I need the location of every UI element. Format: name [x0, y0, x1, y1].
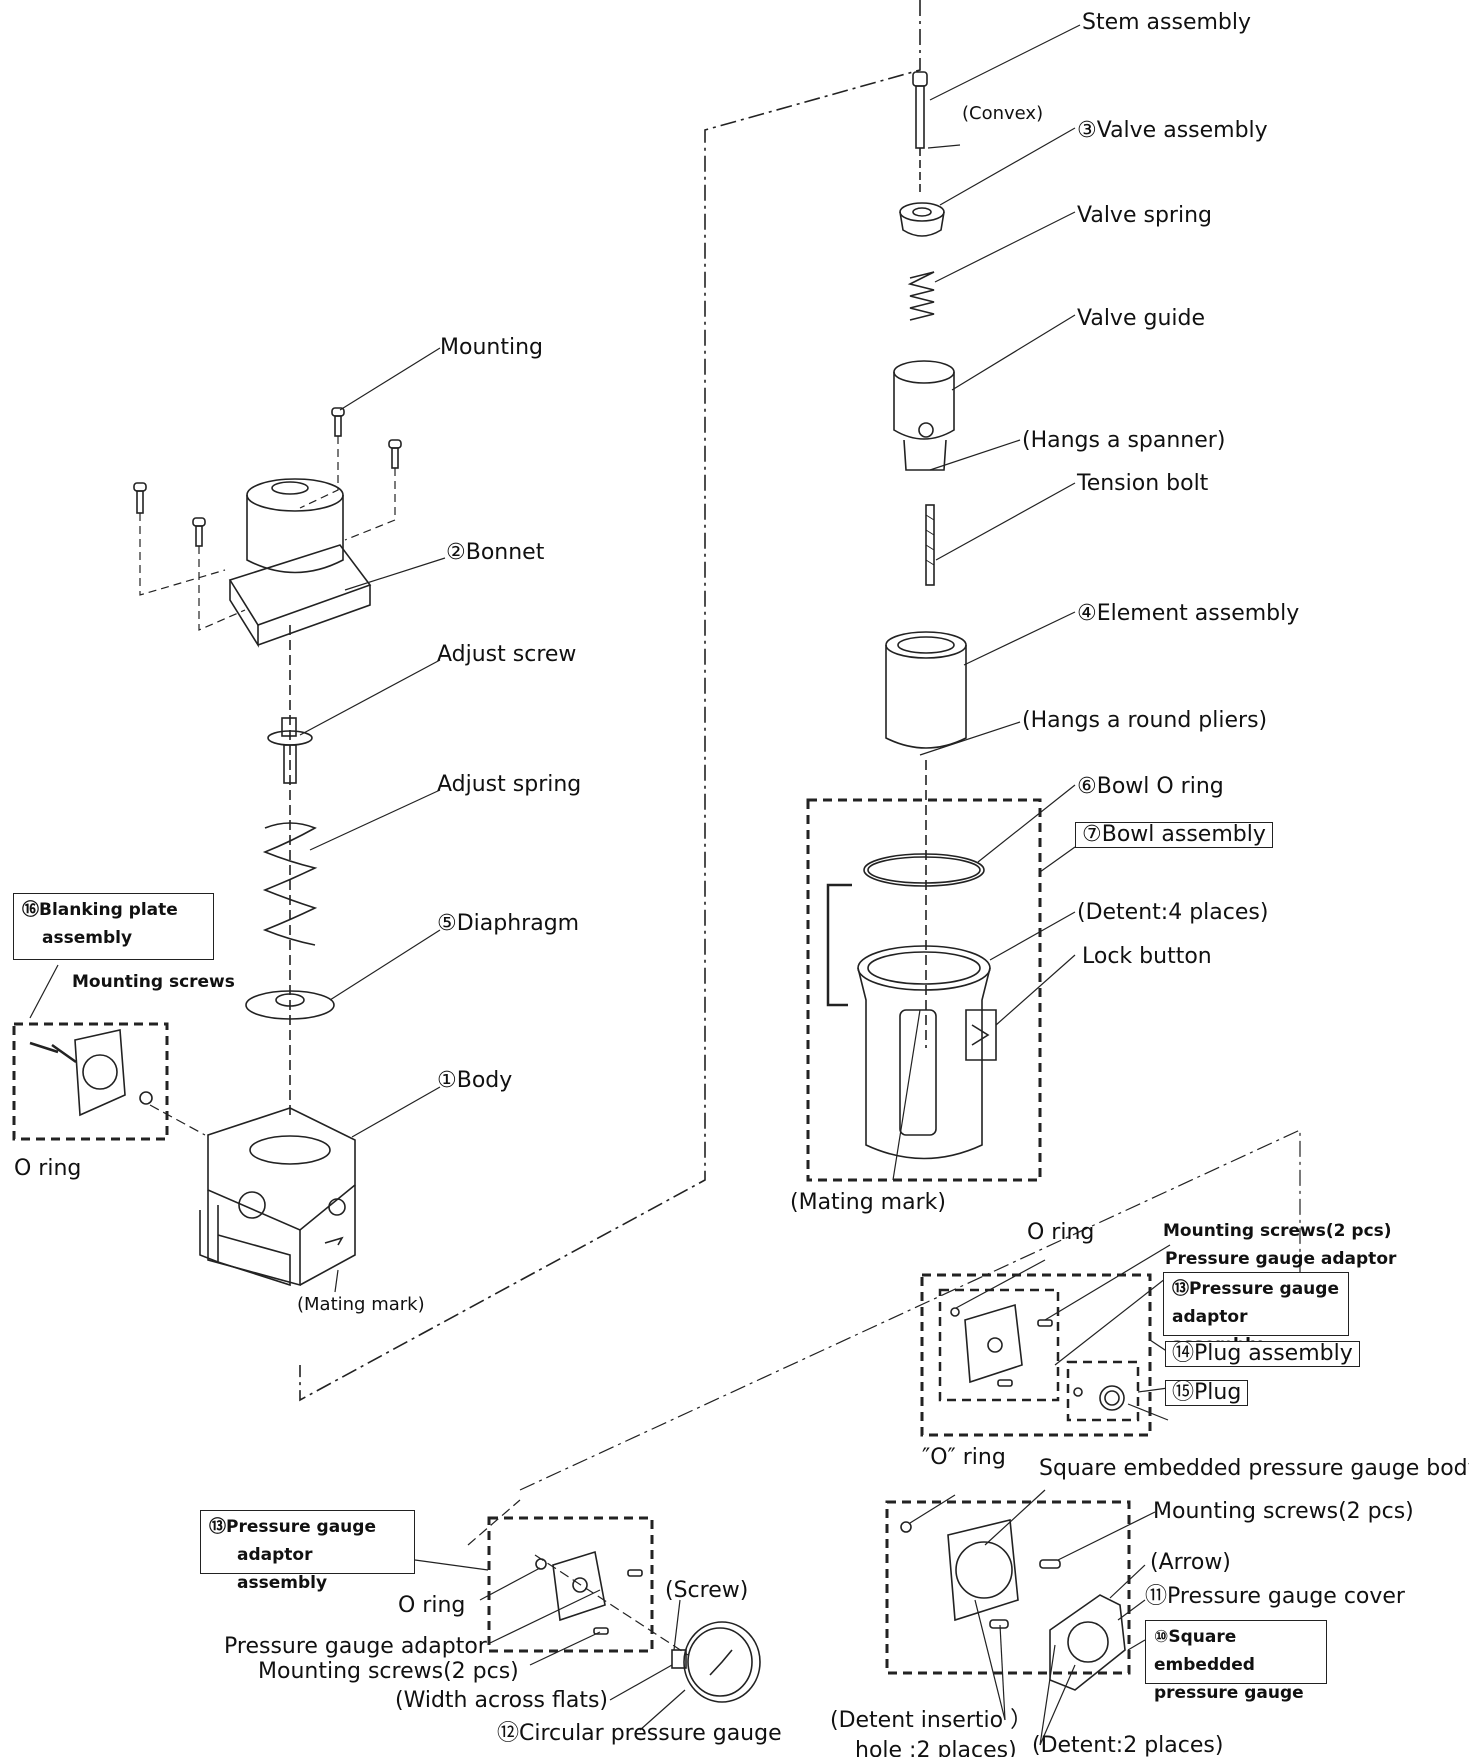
- bowl-insert-arrow: [826, 883, 852, 1007]
- blanking-plate-line1: ⑯Blanking plate: [22, 900, 178, 920]
- label-mounting-screws-left: Mounting screws(2 pcs): [258, 1659, 519, 1684]
- pg-adaptor-left-line1: ⑬Pressure gauge: [209, 1517, 376, 1537]
- valve-spring-part: [907, 271, 935, 321]
- leader-lines-square: [909, 1489, 1156, 1746]
- bonnet-part: [228, 478, 372, 648]
- label-body: ①Body: [437, 1068, 513, 1093]
- bowl-assembly-dashed-frame: [806, 798, 1042, 1182]
- circular-adaptor-plate-part: [535, 1550, 643, 1635]
- plug-assembly-dashed-frame: [1066, 1360, 1140, 1422]
- body-part: [199, 1107, 356, 1287]
- label-mating-mark-body: (Mating mark): [297, 1294, 425, 1315]
- blanking-plate-part: [29, 1029, 153, 1117]
- label-blanking-plate-assembly: ⑯Blanking plate assembly: [13, 893, 214, 960]
- label-detent-4-places: (Detent:4 places): [1077, 900, 1269, 925]
- valve-guide-part: [893, 360, 955, 471]
- leader-lines-circular: [414, 1559, 686, 1731]
- tension-bolt-part: [925, 504, 935, 586]
- pg-adaptor-left-line2: adaptor assembly: [237, 1545, 328, 1593]
- label-circular-pressure-gauge: ⑫Circular pressure gauge: [497, 1721, 782, 1746]
- label-square-embedded-gauge: ⑩Square embedded pressure gauge: [1145, 1620, 1327, 1703]
- label-diaphragm: ⑤Diaphragm: [437, 911, 580, 936]
- label-square-gauge-body: Square embedded pressure gauge body: [1039, 1456, 1469, 1481]
- label-pressure-gauge-cover: ⑪Pressure gauge cover: [1145, 1584, 1405, 1609]
- label-lock-button: Lock button: [1082, 944, 1212, 969]
- blanking-plate-line2: assembly: [42, 928, 133, 948]
- square-gauge-line1: ⑩Square embedded: [1154, 1627, 1255, 1675]
- label-pg-adaptor-assembly-left: ⑬Pressure gauge adaptor assembly: [200, 1510, 415, 1593]
- square-gauge-body-part: [900, 1519, 1061, 1629]
- label-pressure-gauge-adaptor-bold: Pressure gauge adaptor: [1165, 1249, 1397, 1269]
- label-detent-insertion-line2: hole :2 places): [855, 1738, 1017, 1757]
- label-bowl-assembly: ⑦Bowl assembly: [1075, 822, 1273, 848]
- label-adjust-screw: Adjust screw: [437, 642, 577, 667]
- label-valve-spring: Valve spring: [1077, 203, 1212, 228]
- label-valve-guide: Valve guide: [1077, 306, 1206, 331]
- label-adjust-spring: Adjust spring: [437, 772, 582, 797]
- label-o-ring-left: O ring: [398, 1593, 466, 1618]
- label-o-ring-adaptor: O ring: [1027, 1220, 1095, 1245]
- adaptor-plate-part: [950, 1303, 1053, 1387]
- label-pressure-gauge-adaptor-left: Pressure gauge adaptor: [224, 1634, 487, 1659]
- adaptor-assembly-dashed-frame-inner: [938, 1288, 1060, 1402]
- bowl-assembly-part: [857, 945, 997, 1160]
- leader-lines-right: [892, 24, 1081, 1181]
- label-valve-assembly: ③Valve assembly: [1077, 118, 1268, 143]
- element-assembly-part: [885, 631, 967, 749]
- label-mounting-screws-square: Mounting screws(2 pcs): [1153, 1499, 1414, 1524]
- label-hangs-spanner: (Hangs a spanner): [1022, 428, 1226, 453]
- diaphragm-part: [245, 990, 335, 1020]
- label-screw: (Screw): [665, 1578, 749, 1603]
- label-o-ring-quoted: ″O″ ring: [922, 1445, 1006, 1470]
- label-bowl-o-ring: ⑥Bowl O ring: [1077, 774, 1224, 799]
- assembly-path-line: [299, 0, 921, 1402]
- square-gauge-line2: pressure gauge: [1154, 1683, 1304, 1703]
- pg-adaptor-right-line1: ⑬Pressure gauge: [1172, 1279, 1339, 1299]
- label-pg-adaptor-assembly-right: ⑬Pressure gauge adaptor assembly: [1163, 1272, 1349, 1355]
- label-bonnet: ②Bonnet: [446, 540, 545, 565]
- valve-assembly-part: [899, 202, 945, 237]
- label-arrow: (Arrow): [1150, 1550, 1231, 1575]
- label-detent-2-places: (Detent:2 places): [1032, 1733, 1224, 1757]
- square-gauge-dashed-frame: [885, 1500, 1131, 1675]
- label-detent-insertion-line1: (Detent insertio ）: [830, 1708, 1033, 1733]
- square-gauge-cover-part: [1049, 1594, 1126, 1691]
- label-mounting-screws-blank: Mounting screws: [72, 972, 235, 992]
- adjust-screw-part: [267, 717, 313, 784]
- stem-assembly-part: [912, 71, 928, 192]
- label-plug: ⑮Plug: [1165, 1380, 1249, 1406]
- label-width-across-flats: (Width across flats): [395, 1688, 609, 1713]
- mounting-dash-lines: [139, 436, 396, 631]
- label-element-assembly: ④Element assembly: [1077, 601, 1300, 626]
- label-stem-assembly: Stem assembly: [1082, 10, 1252, 35]
- label-mating-mark-bowl: (Mating mark): [790, 1190, 946, 1215]
- label-tension-bolt: Tension bolt: [1077, 471, 1209, 496]
- plug-part: [1073, 1385, 1125, 1411]
- mating-mark-arrow-body: [334, 1269, 339, 1293]
- adaptor-assembly-dashed-frame-outer: [920, 1273, 1152, 1437]
- adjust-spring-part: [262, 822, 318, 946]
- label-hangs-round-pliers: (Hangs a round pliers): [1022, 708, 1268, 733]
- label-o-ring-blank: O ring: [14, 1156, 82, 1181]
- bowl-o-ring-part: [863, 853, 985, 887]
- label-mounting-screws-2pcs-bold: Mounting screws(2 pcs): [1163, 1221, 1392, 1241]
- label-convex: (Convex): [962, 103, 1044, 124]
- label-plug-assembly: ⑭Plug assembly: [1165, 1341, 1360, 1367]
- assembly-path-line-right: [519, 1129, 1301, 1491]
- circular-adaptor-dashed-frame: [487, 1516, 654, 1653]
- circular-gauge-part: [671, 1621, 761, 1703]
- leader-lines-adaptor: [955, 1244, 1171, 1421]
- leader-lines-left: [299, 347, 446, 1138]
- blanking-plate-dashed-frame: [12, 1022, 169, 1141]
- mounting-screws-part: [133, 407, 402, 547]
- label-mounting: Mounting: [440, 335, 543, 360]
